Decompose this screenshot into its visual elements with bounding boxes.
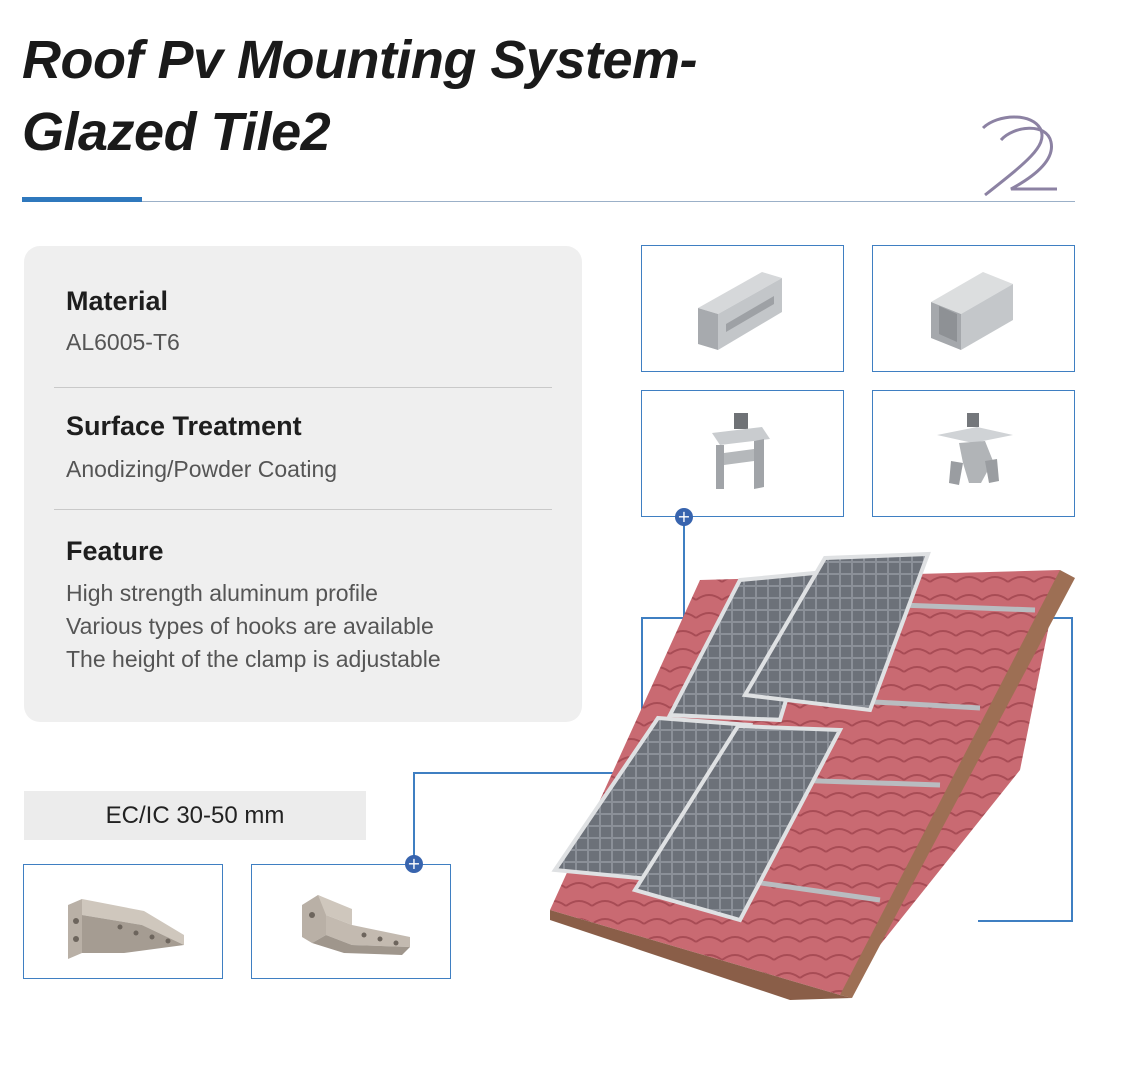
feature-item: High strength aluminum profile <box>66 580 378 606</box>
surface-treatment-value: Anodizing/Powder Coating <box>66 456 338 482</box>
page-title-line-2: Glazed Tile2 <box>22 102 331 162</box>
material-label: Material <box>66 286 169 316</box>
frame-line-top <box>1040 617 1073 619</box>
clamp-image-box-1 <box>641 390 844 517</box>
feature-label: Feature <box>66 536 164 566</box>
hook-connector-line <box>413 772 415 864</box>
mini-rail-image <box>931 272 1013 350</box>
surface-treatment-label: Surface Treatment <box>66 411 302 441</box>
material-value: AL6005-T6 <box>66 329 180 355</box>
feature-item: The height of the clamp is adjustable <box>66 646 441 672</box>
page-title-line-1: Roof Pv Mounting System- <box>22 30 698 90</box>
clamp-image-box-2 <box>872 390 1075 517</box>
plus-icon: + <box>405 855 423 873</box>
spec-card <box>24 246 582 722</box>
spec-divider <box>54 387 552 388</box>
adjustable-hook-image <box>302 895 410 955</box>
hook-image-box-1 <box>23 864 223 979</box>
solar-roof-illustration <box>550 551 1075 1000</box>
rail-image-box-1 <box>641 245 844 372</box>
clamp-connector-line <box>683 517 685 617</box>
frame-line-right <box>1071 617 1073 922</box>
hook-size-text: EC/IC 30-50 mm <box>105 801 285 829</box>
spec-divider <box>54 509 552 510</box>
end-clamp-image <box>937 413 1013 485</box>
page-number-graphic <box>981 115 1057 197</box>
header-accent-bar <box>22 197 142 202</box>
rail-image-box-2 <box>872 245 1075 372</box>
plus-icon: + <box>675 508 693 526</box>
header-rule <box>22 201 1075 202</box>
feature-item: Various types of hooks are available <box>66 613 434 639</box>
roof-hook-image <box>68 899 184 959</box>
hook-size-caption: EC/IC 30-50 mm <box>24 791 366 840</box>
frame-line-left <box>641 617 643 752</box>
mid-clamp-image <box>712 413 770 489</box>
mounting-rail-image <box>698 272 782 350</box>
hook-connector-line <box>413 772 625 774</box>
hook-image-box-2 <box>251 864 451 979</box>
frame-line-bottom <box>978 920 1073 922</box>
